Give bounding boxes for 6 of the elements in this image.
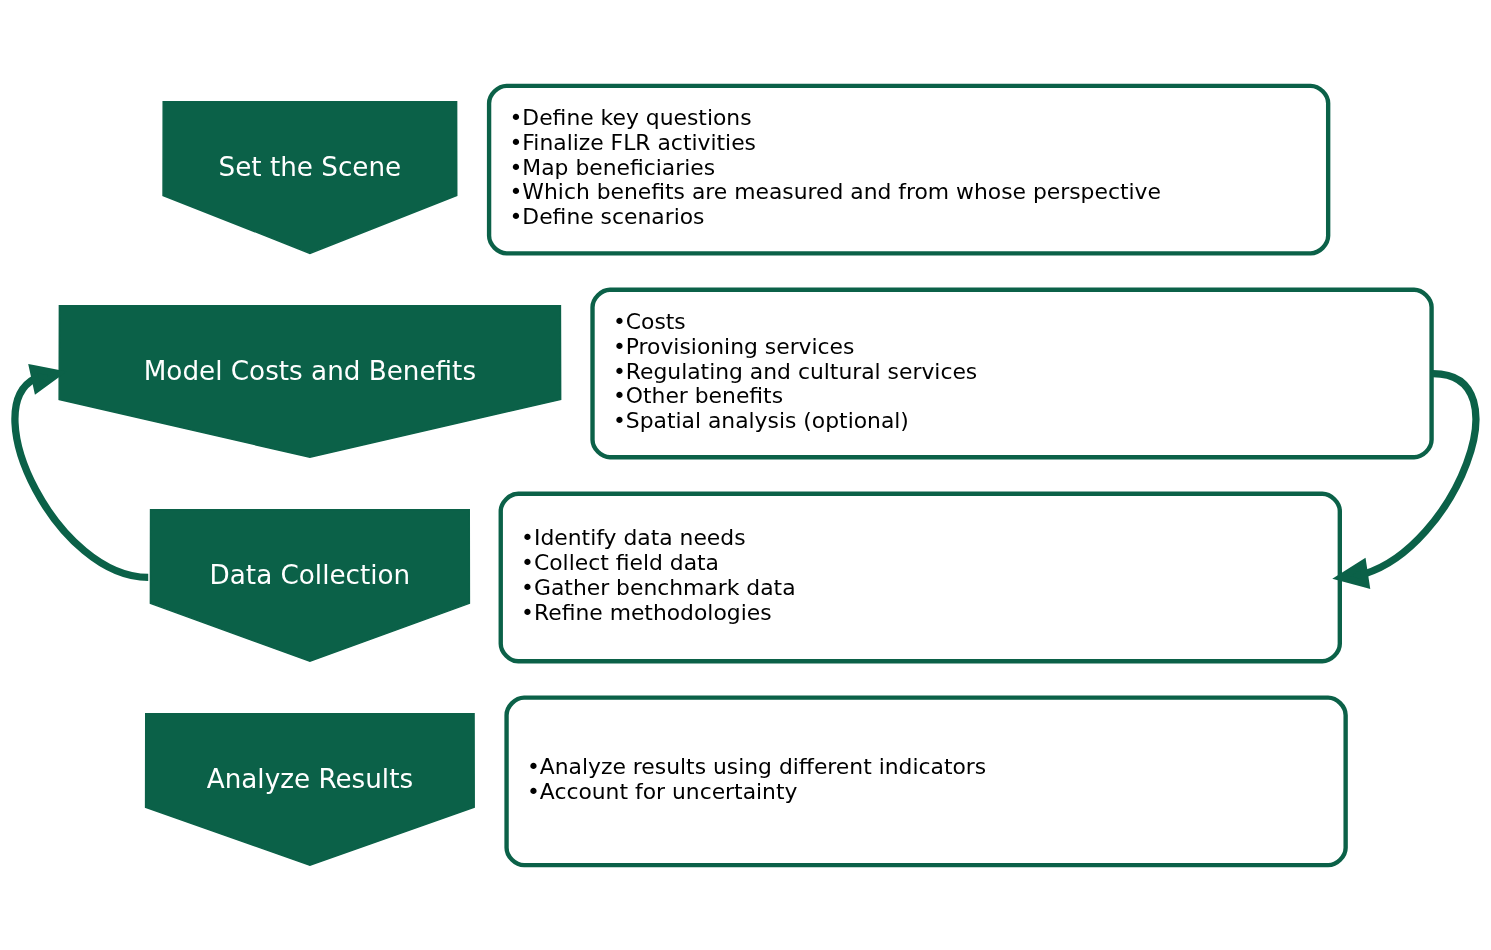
node-box: •Define key questions •Finalize FLR activities •Map beneficiaries •Which benefits are measured and from whose perspective •Define scenarios (486, 83, 1331, 256)
node-box: •Analyze results using different indicators •Account for uncertainty (504, 694, 1348, 867)
arrow (1332, 369, 1480, 589)
node-box: •Identify data needs •Collect field data •Gather benchmark data •Refine methodologies (498, 491, 1342, 663)
arrow (11, 363, 149, 581)
node-box: •Costs •Provisioning services •Regulating and cultural services •Other benefits •Spatial analysis (optional) (590, 287, 1434, 459)
